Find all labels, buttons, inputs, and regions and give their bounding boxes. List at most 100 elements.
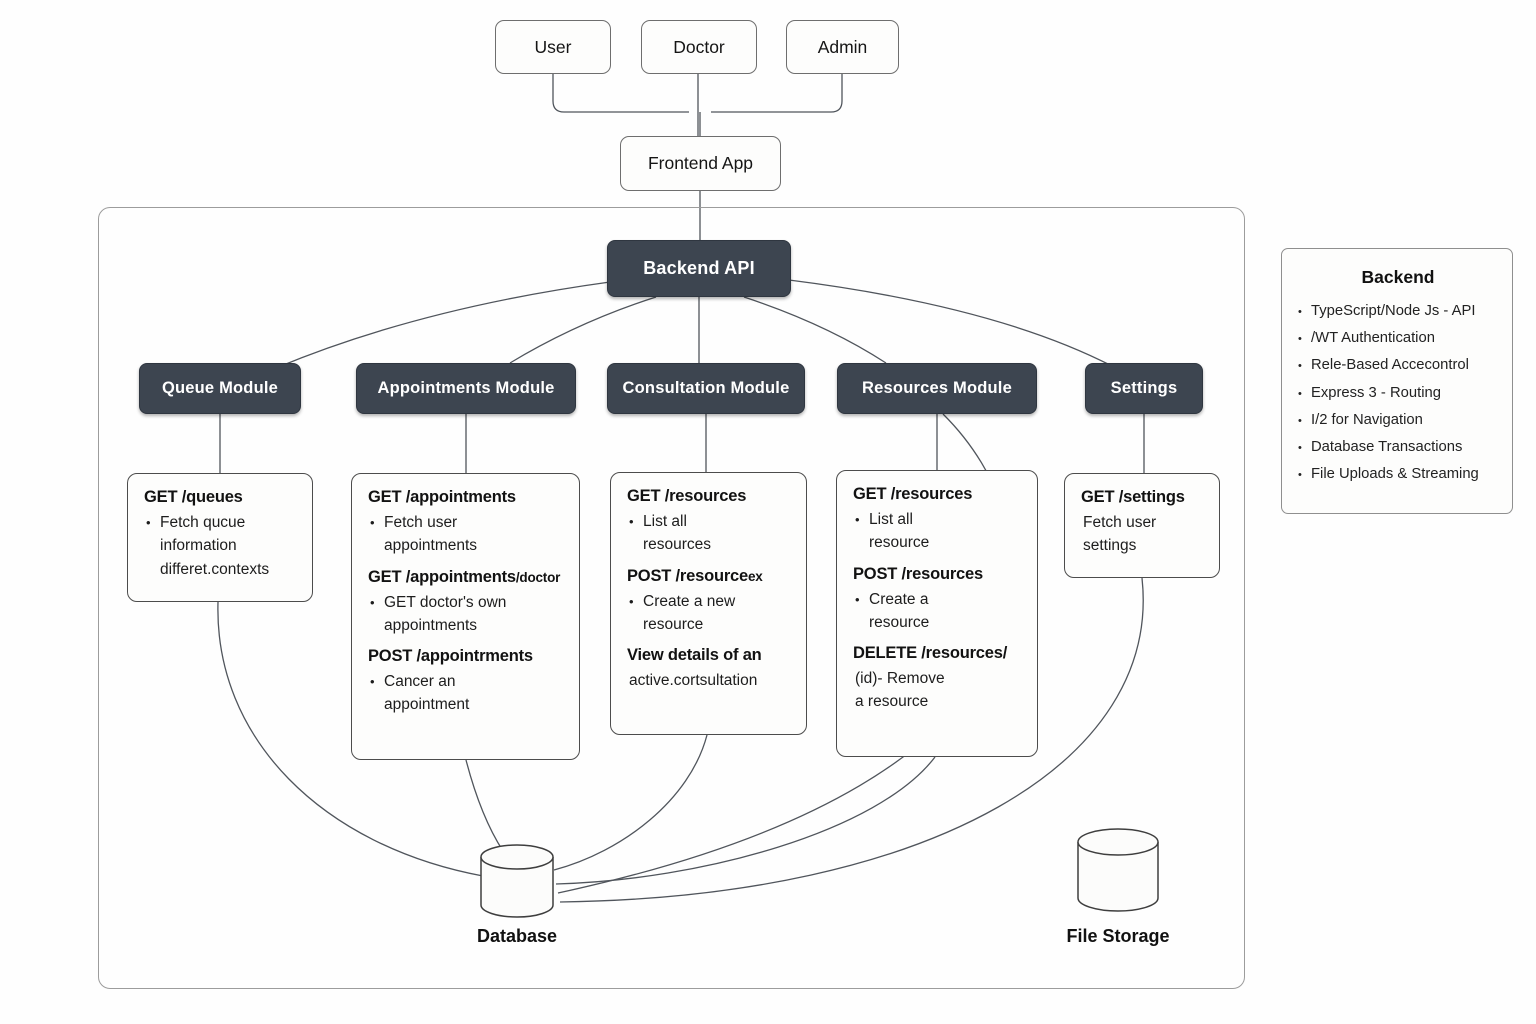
bullet-dot: • bbox=[629, 514, 634, 529]
panel-bullet-item: •File Uploads & Streaming bbox=[1298, 461, 1498, 488]
bullet-dot: • bbox=[855, 512, 860, 527]
panel-bullet-item: • TypeScript/Node Js - API bbox=[1298, 298, 1498, 325]
module-detail-queue: GET /queues •Fetch qucue information diff… bbox=[127, 473, 313, 602]
actor-user-label: User bbox=[534, 36, 572, 57]
bullet-item: • Create a resource bbox=[855, 588, 1023, 635]
panel-bullet-item: • Rele-Based Accecontrol bbox=[1298, 352, 1498, 379]
bullet-dot: • bbox=[146, 515, 151, 530]
bullet-dot: • bbox=[1298, 442, 1302, 455]
edge-settings-db bbox=[559, 577, 1144, 903]
backend-info-panel: Backend •TypeScript/Node Js - API•/WT Au… bbox=[1281, 248, 1513, 514]
bullet-item: • GET doctor's own appointments bbox=[370, 591, 565, 638]
endpoint-label: GET /resources bbox=[853, 485, 973, 503]
module-header-queue-label: Queue Module bbox=[161, 379, 279, 397]
bullet-text: GET doctor's own appointments bbox=[384, 593, 507, 634]
endpoint-suffix: ex bbox=[748, 568, 763, 584]
endpoint-label: POST /resourceex bbox=[627, 566, 763, 585]
file-storage-label: File Storage bbox=[1066, 926, 1170, 946]
bullet-item: • List all resource bbox=[855, 508, 1023, 555]
backend-panel-list: • TypeScript/Node Js - API • /WT Authentica… bbox=[1298, 298, 1498, 489]
panel-bullet-text: Rele-Based Accecontrol bbox=[1311, 357, 1469, 374]
edge-queue-db bbox=[217, 601, 484, 877]
endpoint-label: GET /queues bbox=[144, 488, 243, 506]
bullet-item: •Fetch qucue information differet.contex… bbox=[146, 511, 298, 581]
endpoint-label: GET /settings bbox=[1081, 488, 1185, 506]
edge-api-appointments bbox=[509, 296, 657, 364]
actor-doctor: Doctor bbox=[641, 20, 757, 74]
panel-bullet-item: • Database Transactions bbox=[1298, 434, 1498, 461]
bullet-item: • List all resources bbox=[629, 510, 792, 557]
module-header-resources: Resources Module bbox=[837, 363, 1037, 414]
panel-bullet-text: Database Transactions bbox=[1311, 439, 1463, 456]
actor-admin: Admin bbox=[786, 20, 899, 74]
endpoint-label: POST /resources bbox=[853, 564, 983, 583]
bullet-dot: • bbox=[370, 594, 375, 610]
module-header-consultation: Consultation Module bbox=[607, 363, 805, 414]
endpoint-label: POST /appointrments bbox=[368, 647, 533, 665]
panel-bullet-item: • /WT Authentication bbox=[1298, 325, 1498, 352]
bullet-dot: • bbox=[1298, 360, 1302, 373]
edge-user-frontend bbox=[552, 74, 689, 113]
panel-bullet-text: /WT Authentication bbox=[1311, 330, 1435, 347]
panel-bullet-text: I/2 for Navigation bbox=[1311, 411, 1423, 428]
backend-api-node: Backend API bbox=[607, 240, 791, 297]
edge-api-resources bbox=[743, 296, 887, 364]
module-header-queue: Queue Module bbox=[139, 363, 301, 414]
bullet-text: Cancer an appointment bbox=[384, 673, 470, 714]
bullet-text: Create a new resource bbox=[643, 592, 736, 633]
frontend-app-label: Frontend App bbox=[647, 153, 754, 173]
file-storage-icon bbox=[1077, 828, 1159, 912]
module-header-settings: Settings bbox=[1085, 363, 1203, 414]
bullet-item: •Fetch user appointments bbox=[370, 511, 565, 558]
endpoint-suffix: /doctor bbox=[515, 569, 561, 585]
bullet-text: List all resource bbox=[869, 511, 930, 552]
bullet-dot: • bbox=[1298, 414, 1302, 427]
backend-container bbox=[98, 207, 1245, 989]
bullet-item: •Cancer an appointment bbox=[370, 670, 565, 717]
edge-admin-frontend bbox=[711, 74, 843, 113]
endpoint-label: View details of an bbox=[627, 646, 762, 664]
endpoint-label: GET /appointments bbox=[368, 488, 516, 506]
note-text: (id)- Remove a resource bbox=[855, 670, 945, 711]
note-text: Fetch user settings bbox=[1083, 514, 1157, 555]
bullet-text: List all resources bbox=[643, 513, 712, 554]
bullet-text: Create a resource bbox=[869, 590, 930, 631]
module-detail-appointments: GET /appointments•Fetch user appointment… bbox=[351, 473, 580, 760]
module-header-resources-label: Resources Module bbox=[862, 379, 1012, 397]
database-icon bbox=[480, 844, 554, 918]
panel-bullet-text: Express 3 - Routing bbox=[1311, 384, 1441, 401]
edge-consultation-db bbox=[553, 734, 708, 871]
actor-admin-label: Admin bbox=[817, 36, 868, 57]
panel-bullet-item: • I/2 for Navigation bbox=[1298, 407, 1498, 434]
database-label: Database bbox=[476, 926, 558, 946]
module-header-appointments-label: Appointments Module bbox=[377, 379, 555, 397]
backend-api-label: Backend API bbox=[643, 258, 755, 278]
edge-api-queue bbox=[275, 281, 611, 369]
module-header-consultation-label: Consultation Module bbox=[622, 379, 790, 397]
module-header-appointments: Appointments Module bbox=[356, 363, 576, 414]
bullet-dot: • bbox=[1298, 333, 1302, 346]
module-header-settings-label: Settings bbox=[1110, 379, 1178, 397]
panel-bullet-text: TypeScript/Node Js - API bbox=[1311, 303, 1476, 319]
panel-bullet-item: •Express 3 - Routing bbox=[1298, 380, 1498, 407]
edge-api-settings bbox=[788, 279, 1113, 367]
edge-appointments-db bbox=[465, 759, 504, 852]
endpoint-label: GET /appointments/doctor bbox=[368, 567, 561, 586]
bullet-dot: • bbox=[629, 593, 634, 609]
bullet-dot: • bbox=[855, 591, 860, 607]
bullet-dot: • bbox=[1298, 306, 1302, 318]
actor-doctor-label: Doctor bbox=[673, 36, 725, 57]
endpoint-label: DELETE /resources/ bbox=[853, 644, 1008, 662]
note-text: active.cortsultation bbox=[629, 672, 758, 689]
frontend-app-node: Frontend App bbox=[620, 136, 781, 191]
actor-user: User bbox=[495, 20, 611, 74]
endpoint-label: GET /resources bbox=[627, 487, 747, 505]
bullet-text: Fetch user appointments bbox=[384, 514, 478, 555]
bullet-item: • Create a new resource bbox=[629, 590, 792, 637]
bullet-dot: • bbox=[1298, 469, 1302, 482]
